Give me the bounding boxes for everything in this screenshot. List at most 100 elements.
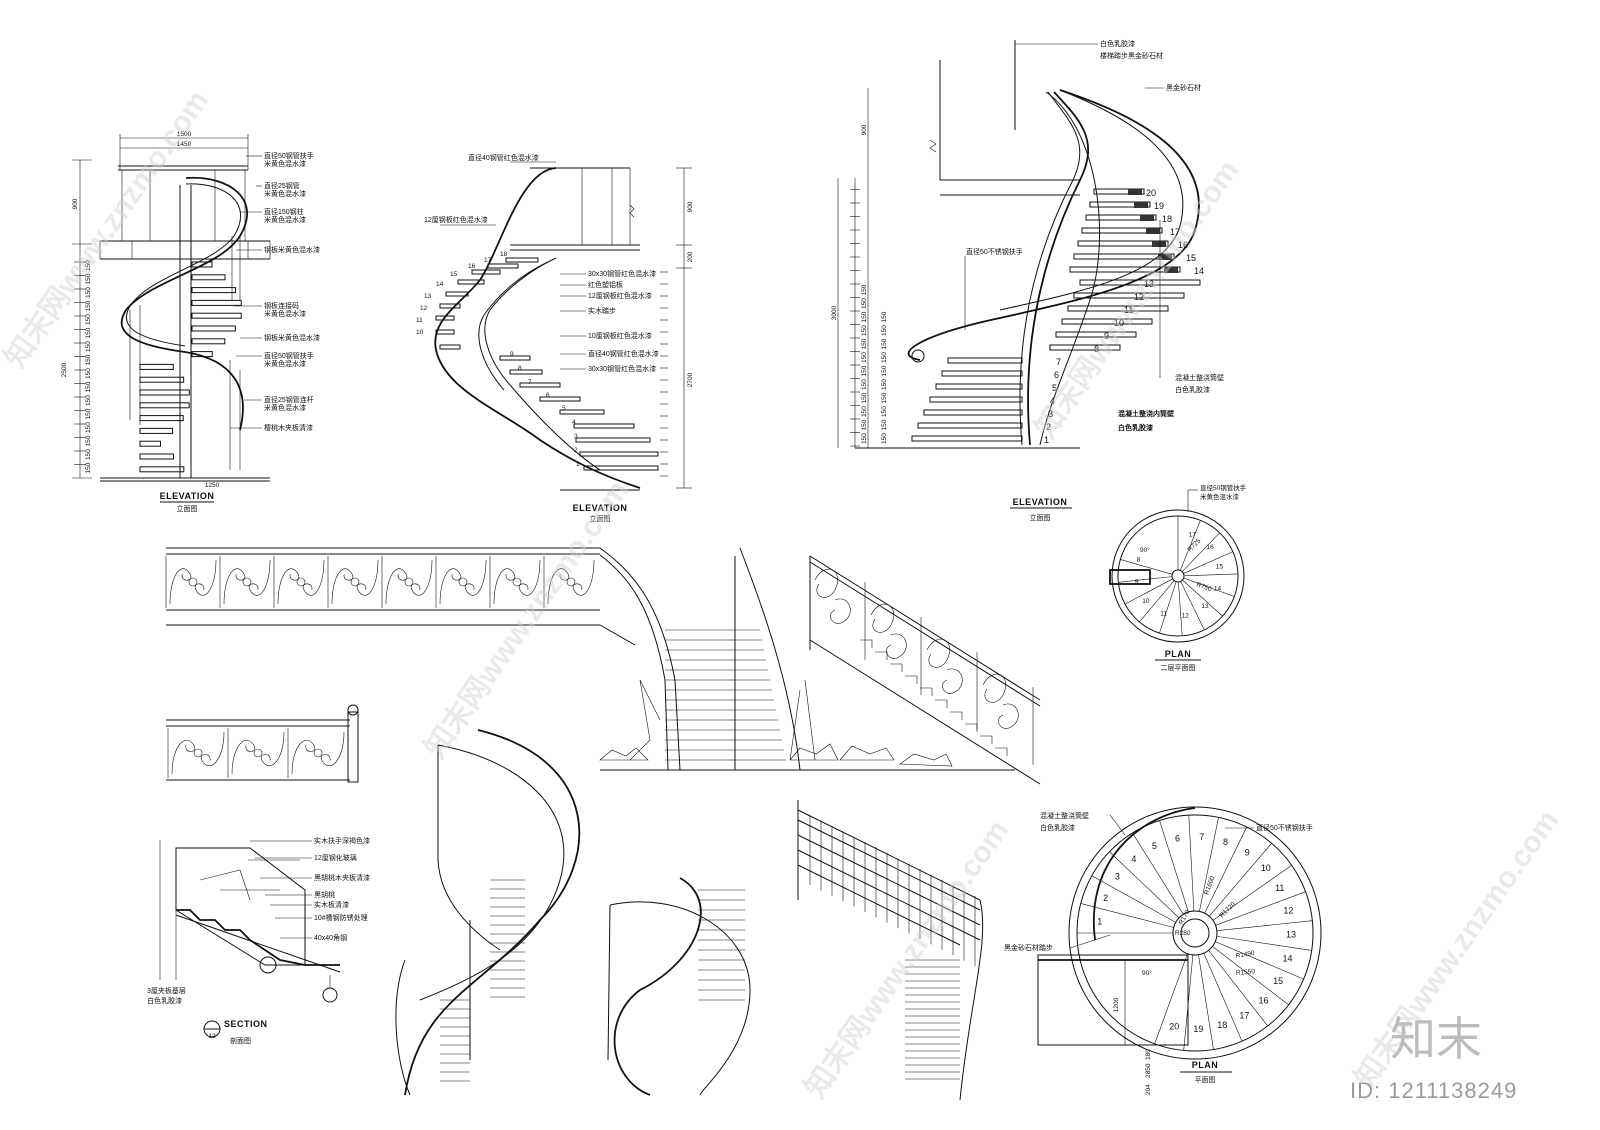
tread — [487, 263, 519, 269]
tread-line — [1109, 851, 1180, 919]
step-number: 13 — [1286, 930, 1296, 940]
tread — [191, 325, 236, 332]
tread — [1061, 318, 1153, 325]
note-text: 黑金砂石材踏步 — [1004, 943, 1053, 952]
step-number: 14 — [1283, 954, 1293, 964]
note-text: 30x30钢管红色混水漆 — [588, 364, 656, 373]
radius-label: R1550 — [1236, 968, 1256, 977]
scroll — [814, 568, 851, 624]
note-text: 12厘钢化玻璃 — [314, 853, 357, 862]
scroll-eye — [512, 577, 522, 587]
step-number: 7 — [528, 379, 532, 386]
step-number: 18 — [1217, 1020, 1227, 1030]
dim-right-upper: 900 — [687, 201, 694, 212]
asset-id: ID: 1211138249 — [1350, 1078, 1517, 1103]
step-number: 16 — [1207, 544, 1215, 551]
step-number: 8 — [1137, 557, 1141, 564]
note-text: 混凝土整浇筒壁 — [1040, 811, 1089, 820]
tread — [1067, 305, 1169, 312]
scroll-eye — [193, 748, 203, 758]
note-text: 12厘钢板红色混水漆 — [588, 291, 652, 300]
scroll — [277, 568, 300, 605]
step-number: 12 — [420, 305, 428, 312]
tread — [509, 369, 543, 375]
tread-line — [1212, 865, 1292, 921]
step-number: 11 — [416, 317, 423, 324]
dim-1200: 1200 — [1113, 997, 1120, 1012]
scroll — [248, 559, 271, 596]
riser-label: 150 — [861, 298, 868, 309]
tread — [139, 440, 162, 447]
dim-text: 180 — [1145, 1049, 1152, 1060]
tread — [890, 663, 903, 672]
dim-top-outer: 1500 — [177, 131, 192, 138]
riser-label: 150 — [85, 435, 92, 446]
step-number: 20 — [1169, 1022, 1179, 1032]
riser-label: 150 — [85, 314, 92, 325]
dim-left-upper: 900 — [72, 198, 79, 209]
step-number: 17 — [1170, 227, 1180, 237]
tread-line — [1215, 891, 1306, 926]
scroll — [493, 568, 516, 605]
tread — [1093, 188, 1145, 195]
tread — [139, 415, 184, 422]
tread — [191, 338, 226, 345]
title-elevation-2: ELEVATION — [573, 503, 628, 513]
note-text: 白色乳胶漆 — [1100, 39, 1135, 48]
step-number: 15 — [1216, 564, 1224, 571]
scroll — [518, 559, 541, 596]
perspective-railing — [797, 800, 984, 1101]
note-text: 直径50不锈钢扶手 — [966, 247, 1023, 256]
note-text: 10#槽钢防锈处理 — [314, 913, 368, 922]
tread — [923, 409, 1023, 416]
tread — [911, 435, 1023, 442]
scroll-eye — [242, 577, 252, 587]
step-number: 10 — [1261, 863, 1271, 873]
tread-line — [1188, 815, 1195, 912]
tread-line — [1091, 875, 1176, 923]
note-text: 直径150钢柱 — [264, 207, 304, 216]
tread — [139, 466, 185, 473]
riser-label: 150 — [861, 406, 868, 417]
note-1: 直径50钢管扶手 — [1200, 483, 1247, 492]
scroll — [870, 603, 907, 659]
dim-upper: 900 — [861, 124, 868, 135]
scroll — [320, 731, 345, 767]
note-text: 白色乳胶漆 — [1118, 423, 1153, 432]
watermark-2: 知末网www.znzmo.com — [419, 474, 636, 764]
tread — [965, 723, 978, 732]
tread — [191, 287, 236, 294]
note-text: 直径40钢管红色混水漆 — [468, 153, 539, 162]
tread — [947, 357, 1023, 364]
section-marker: 12 — [208, 1033, 216, 1040]
riser-label: 150 — [861, 338, 868, 349]
note-text: 混凝土整浇内筒壁 — [1118, 409, 1174, 418]
step-number: 1 — [1097, 916, 1102, 926]
step-number: 4 — [572, 419, 576, 426]
tread-line — [1183, 573, 1238, 577]
tread-set — [440, 879, 525, 1082]
watermark-1: 知末网www.znzmo.com — [0, 84, 215, 374]
riser-label: 150 — [861, 392, 868, 403]
elevation-drawing-2: 900 200 2700 181716151413121110987654321… — [416, 153, 694, 523]
subtitle-plan-large: 平面图 — [1195, 1076, 1216, 1084]
scroll — [572, 559, 595, 596]
radius-1: R725 — [1186, 537, 1202, 553]
step-number: 7 — [1056, 357, 1061, 367]
tread-line — [1159, 820, 1189, 913]
tread — [1073, 292, 1185, 299]
riser-label: 150 — [85, 449, 92, 460]
tread — [191, 351, 213, 358]
note-text: 实木踏步 — [588, 306, 616, 315]
tread-line — [1180, 581, 1205, 631]
leader-line — [1069, 934, 1111, 949]
scroll — [356, 559, 379, 596]
note-text: 直径50钢管扶手 — [264, 351, 314, 360]
note-text: 白色乳胶漆 — [1040, 823, 1075, 832]
riser-dimension-chain: 1501501501501501501501501501501501501501… — [74, 260, 92, 474]
tread-line — [1212, 946, 1289, 1006]
riser-label: 150 — [881, 392, 888, 403]
step-number: 18 — [500, 251, 508, 258]
